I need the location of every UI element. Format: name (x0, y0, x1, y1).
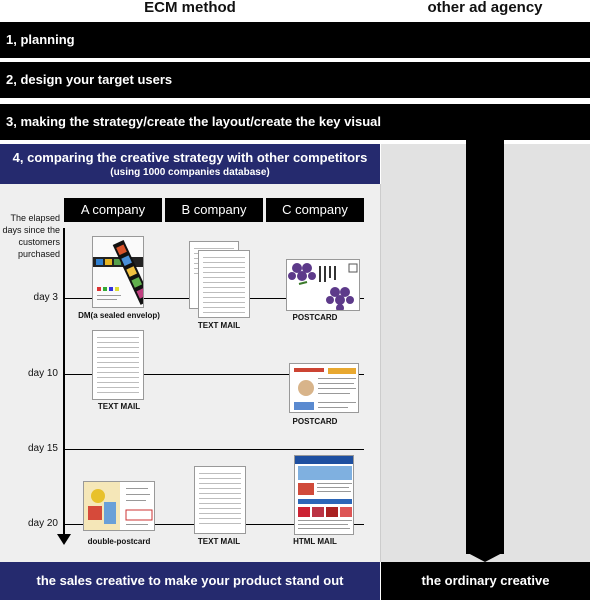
c-day10-caption: POSTCARD (292, 417, 338, 426)
a-day20-caption: double-postcard (87, 537, 151, 546)
filmstrip-graphic (93, 237, 143, 307)
step-1-band: 1, planning (0, 22, 590, 58)
dm-sealed-envelope-thumbnail (92, 236, 144, 308)
day-10-label: day 10 (27, 368, 58, 379)
other-agency-header: other ad agency (427, 0, 543, 16)
c-day20-caption: HTML MAIL (293, 537, 337, 546)
timeline-arrow-icon (57, 534, 71, 545)
ecm-method-header: ECM method (144, 0, 236, 16)
company-b-header: B company (165, 198, 263, 222)
company-a-header: A company (64, 198, 162, 222)
html-mail-graphic (295, 456, 353, 534)
step-2-band: 2, design your target users (0, 62, 590, 98)
sales-creative-footer: the sales creative to make your product … (0, 562, 380, 600)
ordinary-creative-footer: the ordinary creative (381, 562, 590, 600)
b-day20-caption: TEXT MAIL (197, 537, 241, 546)
day-15-label: day 15 (27, 443, 58, 454)
day-15-line (63, 449, 364, 450)
c-day20-html-mail-thumbnail (294, 455, 354, 535)
other-agency-arrow-shaft (466, 140, 504, 554)
elapsed-days-label: The elapsed days since the customers pur… (2, 213, 60, 259)
other-agency-arrow-icon (466, 552, 504, 562)
company-c-header: C company (266, 198, 364, 222)
step-3-band: 3, making the strategy/create the layout… (0, 104, 590, 140)
day-3-label: day 3 (33, 292, 58, 303)
day-20-label: day 20 (27, 518, 58, 529)
double-postcard-graphic (84, 482, 154, 530)
c-day3-caption: POSTCARD (292, 313, 338, 322)
illustrated-postcard-graphic (290, 364, 358, 412)
c-day10-postcard-thumbnail (289, 363, 359, 413)
step-4-subtitle: (using 1000 companies database) (110, 167, 270, 178)
grapes-postcard-graphic (287, 260, 359, 310)
a-day10-text-mail-thumbnail (92, 330, 144, 400)
day-10-line (63, 374, 364, 375)
step-4-title: 4, comparing the creative strategy with … (12, 150, 368, 165)
a-day3-caption: DM(a sealed envelop) (78, 311, 160, 320)
c-day3-postcard-thumbnail (286, 259, 360, 311)
timeline-axis (63, 228, 65, 534)
a-day10-caption: TEXT MAIL (97, 402, 141, 411)
b-day3-caption: TEXT MAIL (197, 321, 241, 330)
b-day20-text-mail-thumbnail (194, 466, 246, 534)
step-4-band: 4, comparing the creative strategy with … (0, 144, 380, 184)
double-postcard-thumbnail (83, 481, 155, 531)
b-day3-text-mail-thumbnail (198, 250, 250, 318)
